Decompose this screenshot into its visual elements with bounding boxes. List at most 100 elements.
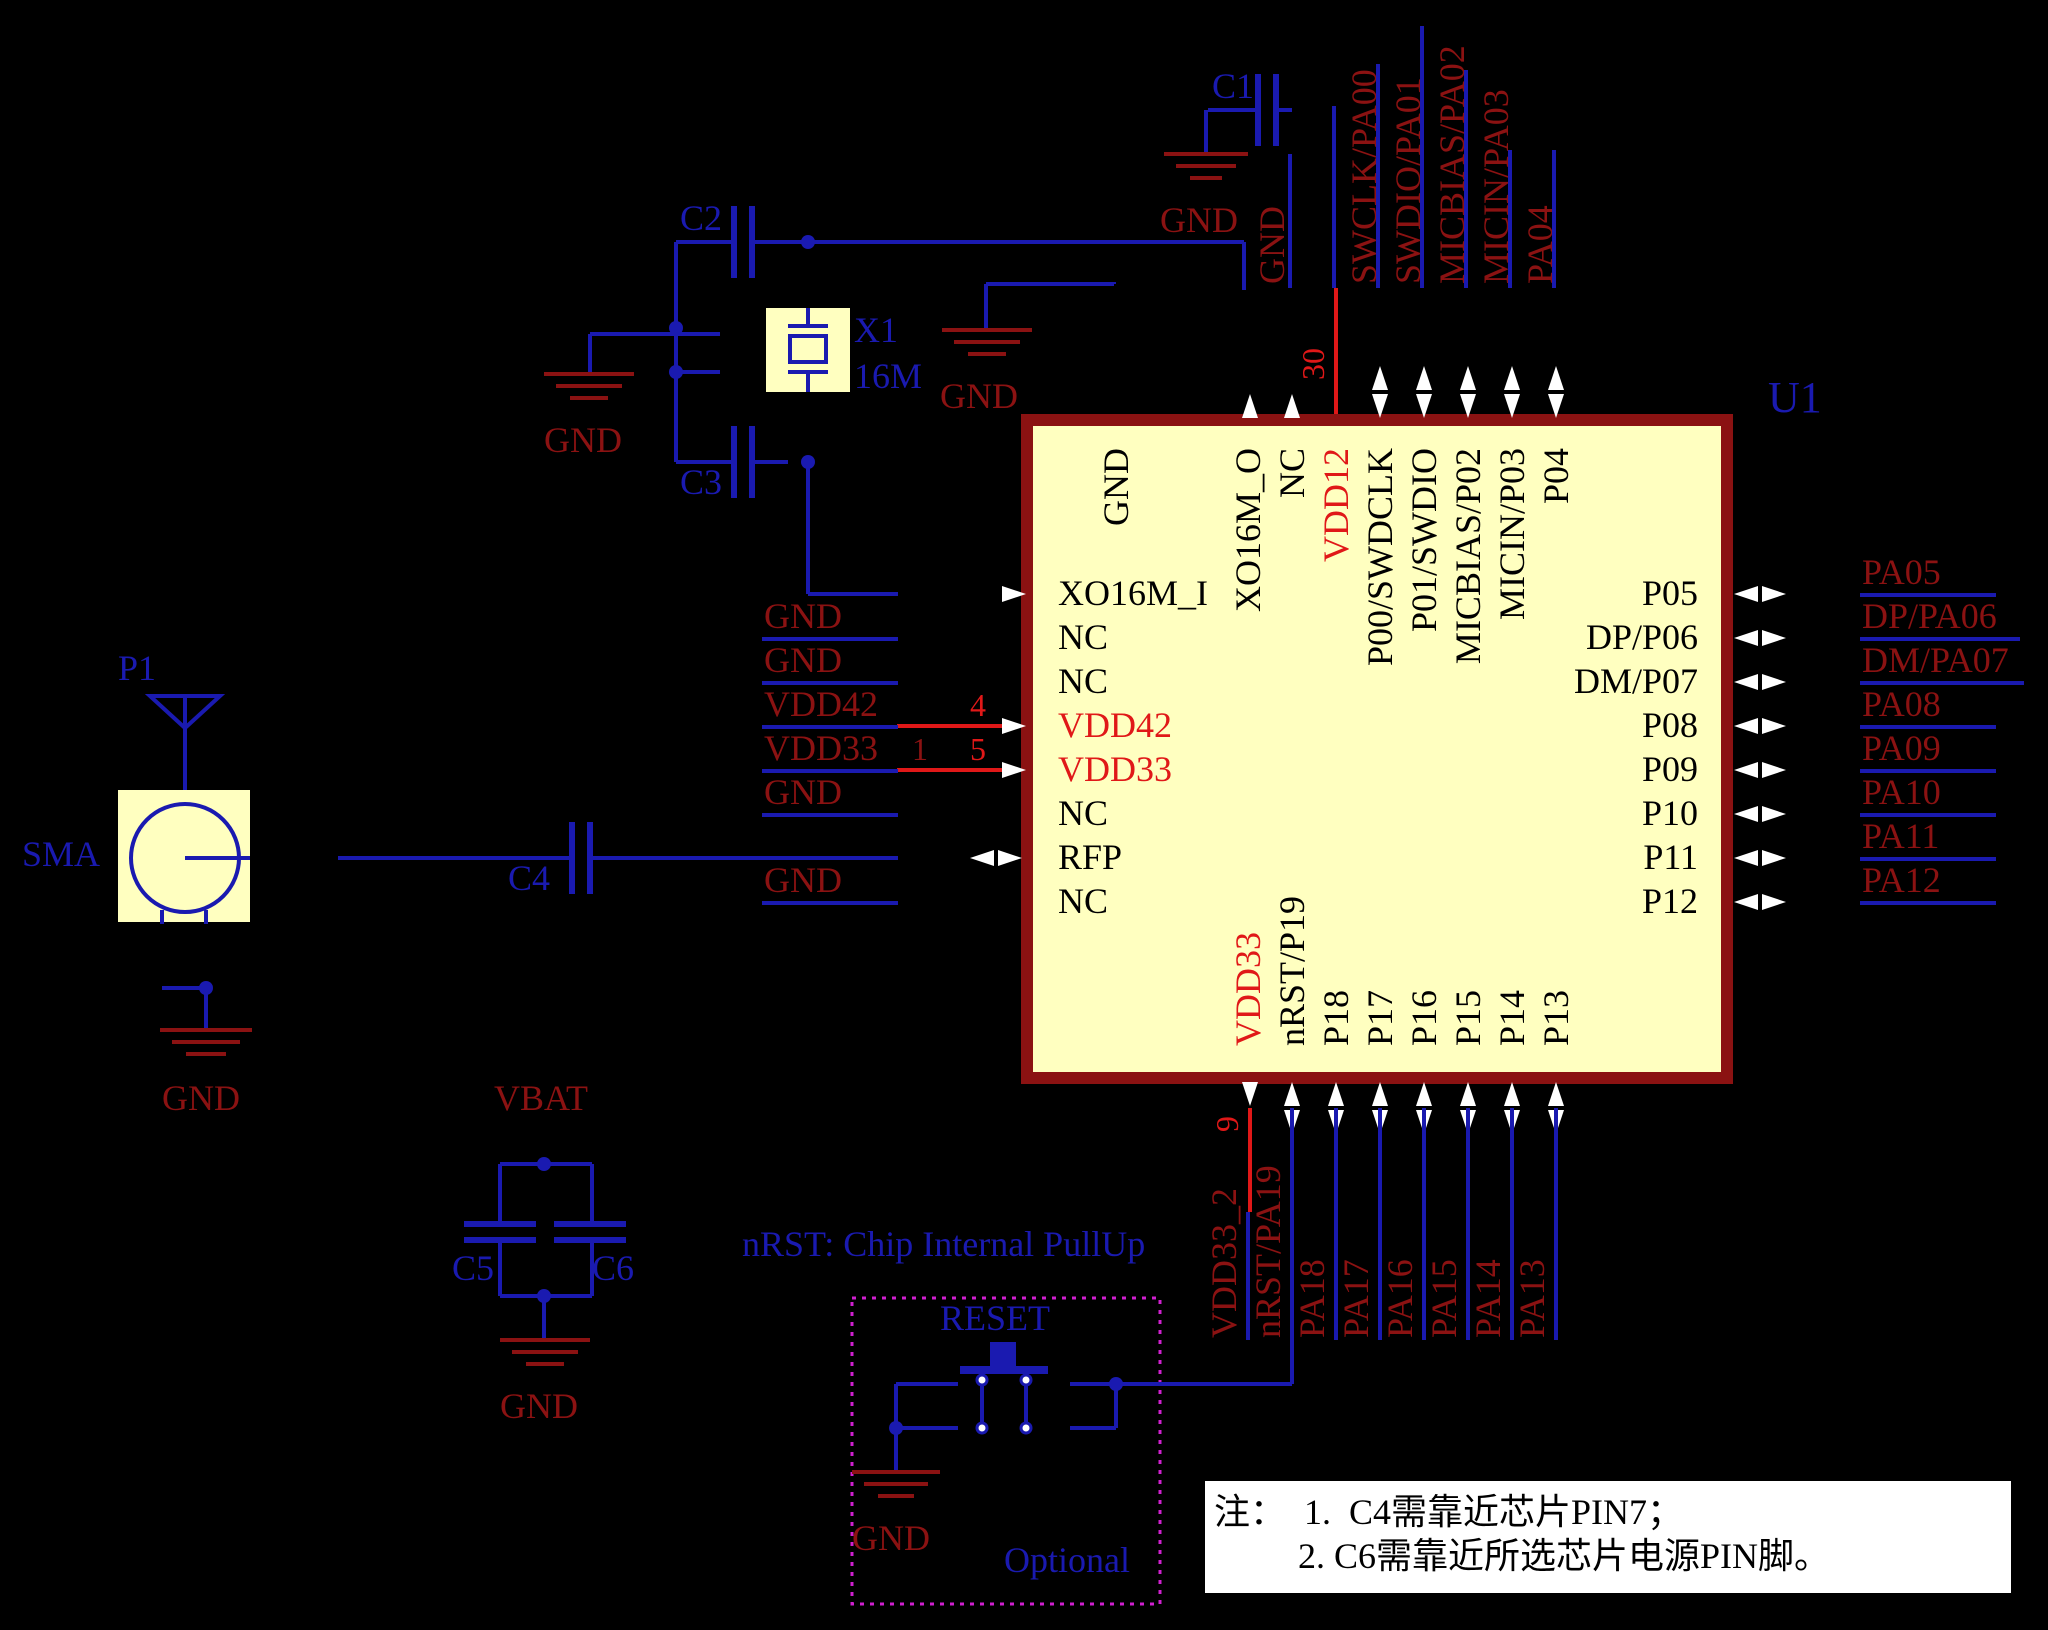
- pin-arrow: [1734, 674, 1758, 690]
- u1-pin-p17: P17: [1360, 990, 1400, 1046]
- pin-arrow: [1460, 1082, 1476, 1106]
- u1-pin-nc-l3: NC: [1058, 793, 1108, 833]
- u1-pin-p05: P05: [1642, 573, 1698, 613]
- net-bot-pa13: PA13: [1512, 1259, 1552, 1338]
- u1-pin-p11: P11: [1643, 837, 1698, 877]
- pin-arrow: [1762, 762, 1786, 778]
- u1-pin-p00: P00/SWDCLK: [1360, 448, 1400, 666]
- pin-arrow: [1372, 394, 1388, 418]
- u1-pin-vdd42: VDD42: [1058, 705, 1172, 745]
- capacitor-c3: C3: [676, 426, 788, 502]
- pin-arrow: [1762, 806, 1786, 822]
- u1-pin-p12: P12: [1642, 881, 1698, 921]
- u1-pin-vdd33-l: VDD33: [1058, 749, 1172, 789]
- svg-text:GND: GND: [544, 420, 622, 460]
- net-bot-pa18: PA18: [1292, 1259, 1332, 1338]
- note-line-2: 2. C6需靠近所选芯片电源PIN脚。: [1298, 1536, 1830, 1576]
- net-right-pa08: PA08: [1862, 684, 1941, 724]
- pin-arrow: [1284, 1082, 1300, 1106]
- sma-connector: SMA: [22, 790, 250, 924]
- pin-arrow: [1416, 366, 1432, 390]
- pin-arrow: [1504, 366, 1520, 390]
- nrst-note: nRST: Chip Internal PullUp: [742, 1224, 1145, 1264]
- u1-pin-p06: DP/P06: [1586, 617, 1698, 657]
- u1-pin-xo16m-o: XO16M_O: [1228, 448, 1268, 612]
- net-bot-pa19: nRST/PA19: [1248, 1165, 1288, 1338]
- antenna-p1: P1: [118, 648, 226, 858]
- u1-pin-p15: P15: [1448, 990, 1488, 1046]
- pin-arrow: [1460, 366, 1476, 390]
- net-left-gnd4: GND: [764, 860, 842, 900]
- pin-arrow: [1548, 1082, 1564, 1106]
- pin-arrow: [1734, 894, 1758, 910]
- net-right-pa12: PA12: [1862, 860, 1941, 900]
- capacitor-c4: C4: [508, 822, 593, 898]
- u1-pin-rfp: RFP: [1058, 837, 1122, 877]
- reset-button: RESET: [889, 1298, 1292, 1472]
- net-left-gnd3: GND: [764, 772, 842, 812]
- u1-pin-xo16m-i: XO16M_I: [1058, 573, 1208, 613]
- u1-pin-p07: DM/P07: [1574, 661, 1698, 701]
- pin-arrow: [1416, 1082, 1432, 1106]
- reset-label: RESET: [940, 1298, 1050, 1338]
- pin-arrow: [1416, 394, 1432, 418]
- u1-pin-nc-l2: NC: [1058, 661, 1108, 701]
- net-left-vdd33: VDD33: [764, 728, 878, 768]
- gnd-symbol-top-u1: GND: [940, 282, 1118, 416]
- pin-arrow: [1372, 1082, 1388, 1106]
- gnd-symbol-reset: GND: [852, 1470, 940, 1558]
- pin-arrow: [1762, 674, 1786, 690]
- net-bot-pa16: PA16: [1380, 1259, 1420, 1338]
- net-right-pa09: PA09: [1862, 728, 1941, 768]
- net-right-pa07: DM/PA07: [1862, 640, 2009, 680]
- pin-arrow: [1762, 586, 1786, 602]
- net-right-pa11: PA11: [1862, 816, 1939, 856]
- pin-arrow: [1504, 394, 1520, 418]
- svg-text:GND: GND: [500, 1386, 578, 1426]
- u1-pin-vdd12: VDD12: [1316, 448, 1356, 562]
- net-left-vdd42: VDD42: [764, 684, 878, 724]
- pin-arrow: [1504, 1082, 1520, 1106]
- u1-ref: U1: [1768, 373, 1822, 422]
- u1-pin-p01: P01/SWDIO: [1404, 448, 1444, 632]
- net-right-pa06: DP/PA06: [1862, 596, 1997, 636]
- svg-text:GND: GND: [852, 1518, 930, 1558]
- x1-ref: X1: [854, 310, 898, 350]
- u1-pin-p16: P16: [1404, 990, 1444, 1046]
- net-bot-vdd33-2: VDD33_2: [1204, 1188, 1244, 1338]
- pin-arrow: [1762, 894, 1786, 910]
- pin-arrow: [1762, 718, 1786, 734]
- optional-box: [850, 1296, 1162, 1606]
- gnd-symbol-sma: GND: [160, 981, 252, 1118]
- u1-pin-p14: P14: [1492, 990, 1532, 1046]
- u1-pin-p04: P04: [1536, 448, 1576, 504]
- svg-text:GND: GND: [162, 1078, 240, 1118]
- optional-label: Optional: [1004, 1540, 1130, 1580]
- u1-pin-p10: P10: [1642, 793, 1698, 833]
- net-left-gnd1: GND: [764, 596, 842, 636]
- u1-pin-p18: P18: [1316, 990, 1356, 1046]
- net-right-pa05: PA05: [1862, 552, 1941, 592]
- pin-num-1: 1: [912, 731, 928, 767]
- net-top-gnd: GND: [1252, 206, 1292, 284]
- vbat-label: VBAT: [494, 1078, 588, 1118]
- pin-arrow: [1762, 850, 1786, 866]
- pin-arrow: [1284, 394, 1300, 418]
- vbat-section: VBAT C5 C6 GND: [452, 1078, 634, 1426]
- c2-label: C2: [680, 198, 722, 238]
- pin-num-4: 4: [970, 687, 986, 723]
- u1-pin-p03: MICIN/P03: [1492, 448, 1532, 620]
- svg-text:GND: GND: [1160, 200, 1238, 240]
- u1-pin-gnd-top: GND: [1096, 448, 1136, 526]
- pin-arrows: [970, 366, 1786, 1134]
- c5-label: C5: [452, 1248, 494, 1288]
- u1-body: [1021, 414, 1733, 1084]
- pin-arrow: [1734, 762, 1758, 778]
- u1-pin-p09: P09: [1642, 749, 1698, 789]
- sma-label: SMA: [22, 834, 100, 874]
- net-bot-pa14: PA14: [1468, 1259, 1508, 1338]
- net-bot-pa15: PA15: [1424, 1259, 1464, 1338]
- crystal-x1: X1 16M: [766, 308, 922, 396]
- net-left-gnd2: GND: [764, 640, 842, 680]
